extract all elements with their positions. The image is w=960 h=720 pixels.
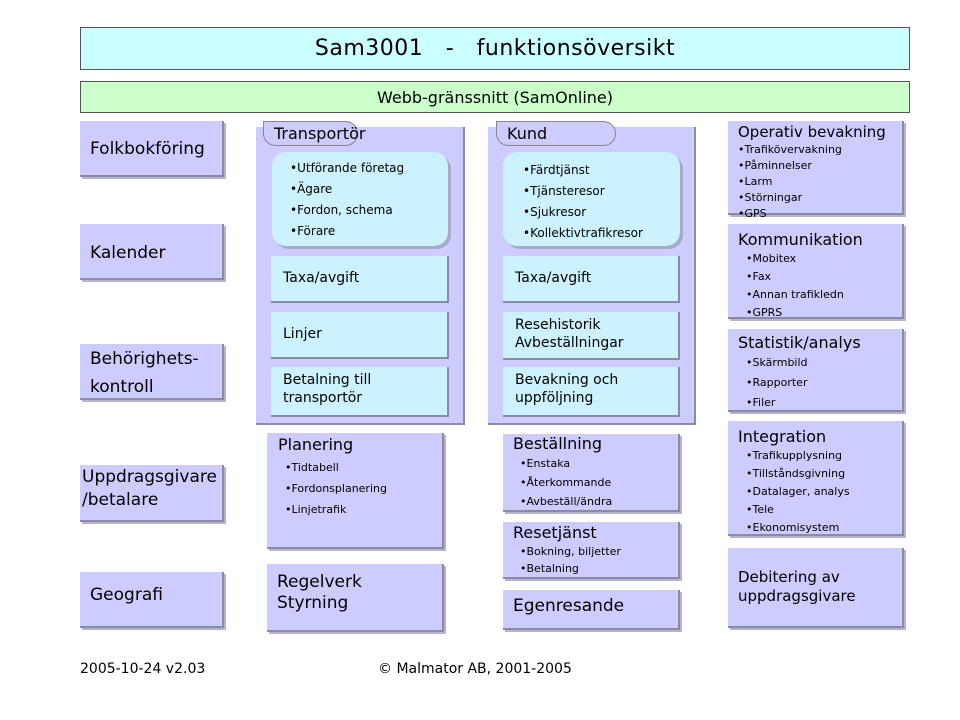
resetjanst-title: Resetjänst xyxy=(513,523,597,542)
operativ-item: Påminnelser xyxy=(738,158,902,174)
footer-version: 2005-10-24 v2.03 xyxy=(80,661,206,677)
kommunikation-item: GPRS xyxy=(746,304,902,322)
bevakning-label-1: Bevakning och xyxy=(515,372,619,388)
transportor-cloud: Utförande företag Ägare Fordon, schema F… xyxy=(272,152,448,246)
resetjanst-item: Betalning xyxy=(520,560,678,577)
bestallning-item: Avbeställ/ändra xyxy=(520,492,678,511)
statistik-box: Statistik/analys Skärmbild Rapporter Fil… xyxy=(728,329,904,412)
planering-title: Planering xyxy=(278,435,354,454)
regelverk-box: Regelverk Styrning xyxy=(267,564,444,632)
kommunikation-box: Kommunikation Mobitex Fax Annan trafikle… xyxy=(728,224,904,319)
bestallning-item: Återkommande xyxy=(520,473,678,492)
statistik-item: Rapporter xyxy=(746,373,902,393)
kund-taxa-box: Taxa/avgift xyxy=(503,256,680,303)
operativ-item: GPS xyxy=(738,206,902,222)
integration-item: Tillståndsgivning xyxy=(746,465,902,483)
linjer-label: Linjer xyxy=(283,326,322,343)
operativ-item: Störningar xyxy=(738,190,902,206)
bestallning-title: Beställning xyxy=(513,434,603,453)
transportor-taxa-box: Taxa/avgift xyxy=(271,256,449,303)
footer-copyright: © Malmator AB, 2001-2005 xyxy=(378,661,572,677)
kalender-label: Kalender xyxy=(90,243,166,263)
kommunikation-item: Fax xyxy=(746,268,902,286)
kalender-box: Kalender xyxy=(80,224,224,280)
uppdragsgivare-label-1: Uppdragsgivare xyxy=(82,467,217,487)
transportor-tab: Transportör xyxy=(263,121,365,146)
behorighet-label-1: Behörighets- xyxy=(90,349,199,369)
regelverk-label-1: Regelverk xyxy=(277,572,362,592)
transportor-item: Utförande företag xyxy=(290,158,448,179)
integration-item: Tele xyxy=(746,501,902,519)
transportor-item: Fordon, schema xyxy=(290,200,448,221)
statistik-item: Skärmbild xyxy=(746,353,902,373)
kund-item: Kollektivtrafikresor xyxy=(523,223,680,244)
kund-item: Tjänsteresor xyxy=(523,181,680,202)
web-interface-bar: Webb-gränssnitt (SamOnline) xyxy=(80,81,910,113)
resehistorik-label-1: Resehistorik xyxy=(515,317,601,333)
resetjanst-box: Resetjänst Bokning, biljetter Betalning xyxy=(503,522,680,579)
behorighet-box: Behörighets- kontroll xyxy=(80,344,224,400)
bevakning-label-2: uppföljning xyxy=(515,390,594,407)
folkbokforing-box: Folkbokföring xyxy=(80,121,224,177)
kund-tab: Kund xyxy=(496,121,616,146)
resehistorik-label-2: Avbeställningar xyxy=(515,335,624,352)
debitering-label-2: uppdragsgivare xyxy=(738,586,856,605)
statistik-item: Filer xyxy=(746,393,902,413)
integration-item: Trafikupplysning xyxy=(746,447,902,465)
egenresande-box: Egenresande xyxy=(503,590,680,630)
integration-item: Ekonomisystem xyxy=(746,519,902,537)
debitering-box: Debitering av uppdragsgivare xyxy=(728,548,904,628)
betalning-transportor-box: Betalning till transportör xyxy=(271,367,449,417)
egenresande-label: Egenresande xyxy=(513,596,625,616)
kund-item: Sjukresor xyxy=(523,202,680,223)
integration-box: Integration Trafikupplysning Tillståndsg… xyxy=(728,421,904,536)
linjer-box: Linjer xyxy=(271,312,449,359)
debitering-label-1: Debitering av xyxy=(738,568,840,586)
transportor-taxa-label: Taxa/avgift xyxy=(283,270,360,287)
operativ-item: Larm xyxy=(738,174,902,190)
behorighet-label-2: kontroll xyxy=(90,377,154,397)
transportor-item: Ägare xyxy=(290,179,448,200)
statistik-title: Statistik/analys xyxy=(738,333,861,352)
bestallning-item: Enstaka xyxy=(520,454,678,473)
operativ-bevakning-box: Operativ bevakning Trafikövervakning Påm… xyxy=(728,121,904,220)
operativ-title: Operativ bevakning xyxy=(738,123,886,141)
betalning-label-2: transportör xyxy=(283,390,363,407)
resehistorik-box: Resehistorik Avbeställningar xyxy=(503,312,680,360)
planering-box: Planering Tidtabell Fordonsplanering Lin… xyxy=(267,433,444,549)
planering-item: Tidtabell xyxy=(285,457,442,478)
uppdragsgivare-label-2: /betalare xyxy=(82,490,159,510)
kommunikation-item: Annan trafikledn xyxy=(746,286,902,304)
planering-item: Fordonsplanering xyxy=(285,478,442,499)
bestallning-box: Beställning Enstaka Återkommande Avbestä… xyxy=(503,434,680,512)
folkbokforing-label: Folkbokföring xyxy=(90,139,205,159)
bevakning-box: Bevakning och uppföljning xyxy=(503,367,680,417)
geografi-box: Geografi xyxy=(80,572,224,628)
planering-item: Linjetrafik xyxy=(285,499,442,520)
operativ-item: Trafikövervakning xyxy=(738,142,902,158)
page-title: Sam3001 - funktionsöversikt xyxy=(80,27,910,70)
integration-item: Datalager, analys xyxy=(746,483,902,501)
integration-title: Integration xyxy=(738,427,827,446)
kommunikation-item: Mobitex xyxy=(746,250,902,268)
kund-item: Färdtjänst xyxy=(523,160,680,181)
kund-taxa-label: Taxa/avgift xyxy=(515,270,592,287)
transportor-item: Förare xyxy=(290,221,448,242)
regelverk-label-2: Styrning xyxy=(277,593,349,614)
geografi-label: Geografi xyxy=(90,585,163,605)
betalning-label-1: Betalning till xyxy=(283,372,372,388)
kommunikation-title: Kommunikation xyxy=(738,230,863,249)
kund-cloud: Färdtjänst Tjänsteresor Sjukresor Kollek… xyxy=(503,152,680,246)
uppdragsgivare-box: Uppdragsgivare /betalare xyxy=(80,465,224,522)
resetjanst-item: Bokning, biljetter xyxy=(520,543,678,560)
